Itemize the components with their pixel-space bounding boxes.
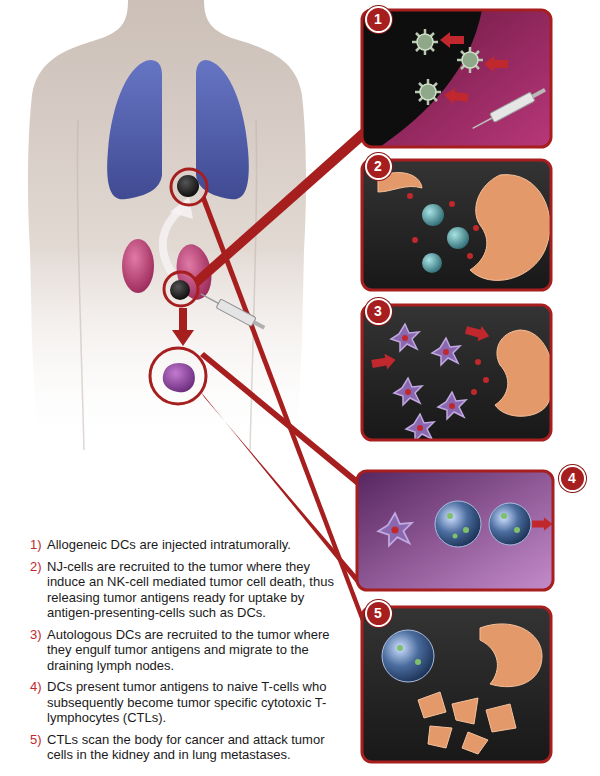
callout-text: 4 — [568, 471, 576, 485]
syringe — [470, 85, 547, 132]
cell-fragment — [428, 726, 452, 748]
step-row: 3)Autologous DCs are recruited to the tu… — [30, 627, 342, 674]
cell-fragment — [418, 692, 446, 718]
antigen-dot — [475, 359, 481, 365]
needle — [201, 294, 219, 303]
panel-scene — [357, 471, 553, 590]
receptor-dot — [514, 527, 520, 533]
callout-text: 1 — [374, 12, 382, 26]
antigen-dot — [467, 253, 473, 259]
receptor-dot — [453, 534, 458, 539]
cell-fragment — [452, 698, 478, 724]
receptor-dot — [501, 513, 507, 519]
antigen-dot — [471, 389, 477, 395]
antigen-dot — [412, 237, 418, 243]
panel-scene — [362, 160, 551, 290]
cytotoxic-t-cell — [382, 630, 434, 682]
syringe-plunger — [532, 88, 546, 98]
syringe-barrel — [490, 92, 535, 122]
panel-ground — [362, 10, 551, 147]
kidney — [122, 239, 154, 293]
step-description: CTLs scan the body for cancer and attack… — [47, 732, 339, 763]
step-row: 2)NJ-cells are recruited to the tumor wh… — [30, 559, 342, 621]
antigen-dot — [407, 193, 413, 199]
tumor-cell — [480, 624, 542, 687]
lymph-node — [163, 363, 195, 392]
callout-text: 3 — [374, 304, 382, 318]
step-number: 2) — [30, 559, 47, 621]
tumor-cell — [495, 330, 551, 416]
panel-ground — [362, 160, 551, 290]
callout-number: 1 — [365, 6, 392, 33]
antigen-dot — [483, 377, 489, 383]
step-description: Allogeneic DCs are injected intratumoral… — [47, 537, 339, 553]
nk-cell — [422, 253, 442, 273]
step-number: 3) — [30, 627, 47, 674]
step-description: NJ-cells are recruited to the tumor wher… — [47, 559, 339, 621]
panel-frame — [362, 607, 551, 762]
cell-fragment — [462, 732, 488, 754]
panel-scene — [362, 10, 551, 147]
red-arrowhead — [172, 330, 194, 346]
nk-cell — [422, 204, 444, 226]
syringe-barrel — [216, 299, 256, 327]
antigen-dot — [449, 201, 455, 207]
callout-number: 3 — [365, 298, 392, 325]
leader-line — [200, 352, 357, 486]
step-number: 4) — [30, 679, 47, 726]
receptor-dot — [415, 659, 421, 665]
leader-line — [193, 128, 362, 287]
receptor-dot — [463, 527, 469, 533]
step-row: 5)CTLs scan the body for cancer and atta… — [30, 732, 342, 763]
cell-fragment — [486, 704, 516, 732]
syringe — [198, 290, 266, 333]
leader-line — [201, 392, 357, 584]
migration-arrow — [163, 210, 180, 273]
panel-frame — [357, 471, 553, 590]
step-row: 4)DCs present tumor antigens to naive T-… — [30, 679, 342, 726]
nk-cell — [447, 227, 469, 249]
step-description: Autologous DCs are recruited to the tumo… — [47, 627, 339, 674]
needle — [473, 118, 492, 128]
panel-ground — [362, 607, 551, 762]
step-list: 1)Allogeneic DCs are injected intratumor… — [30, 537, 342, 769]
highlight-ring — [150, 348, 206, 404]
panel-scene — [362, 607, 551, 762]
panel-frame — [362, 160, 551, 290]
migration-arrowhead — [170, 197, 193, 219]
callout-number: 5 — [365, 600, 392, 627]
panel-frame — [362, 305, 551, 440]
panel-ground — [357, 471, 553, 590]
syringe-plunger — [253, 320, 265, 329]
t-cell — [435, 501, 481, 547]
step-description: DCs present tumor antigens to naive T-ce… — [47, 679, 339, 726]
step-number: 5) — [30, 732, 47, 763]
tumor-cell — [470, 175, 550, 281]
panel-frame — [362, 10, 551, 147]
callout-number: 4 — [559, 465, 586, 492]
panel-scene — [362, 305, 551, 440]
t-cell — [489, 503, 531, 545]
lung-tumor — [177, 175, 199, 197]
tissue-region — [380, 10, 551, 147]
step-row: 1)Allogeneic DCs are injected intratumor… — [30, 537, 342, 553]
step-number: 1) — [30, 537, 47, 553]
highlight-ring — [164, 272, 198, 306]
antigen-dot — [473, 225, 479, 231]
callout-text: 5 — [374, 606, 382, 620]
kidney-tumor — [170, 280, 190, 300]
callout-text: 2 — [374, 159, 382, 173]
receptor-dot — [397, 645, 403, 651]
lung — [107, 60, 162, 199]
callout-number: 2 — [365, 153, 392, 180]
highlight-ring — [171, 169, 207, 205]
receptor-dot — [447, 513, 453, 519]
red-arrow — [179, 308, 187, 332]
